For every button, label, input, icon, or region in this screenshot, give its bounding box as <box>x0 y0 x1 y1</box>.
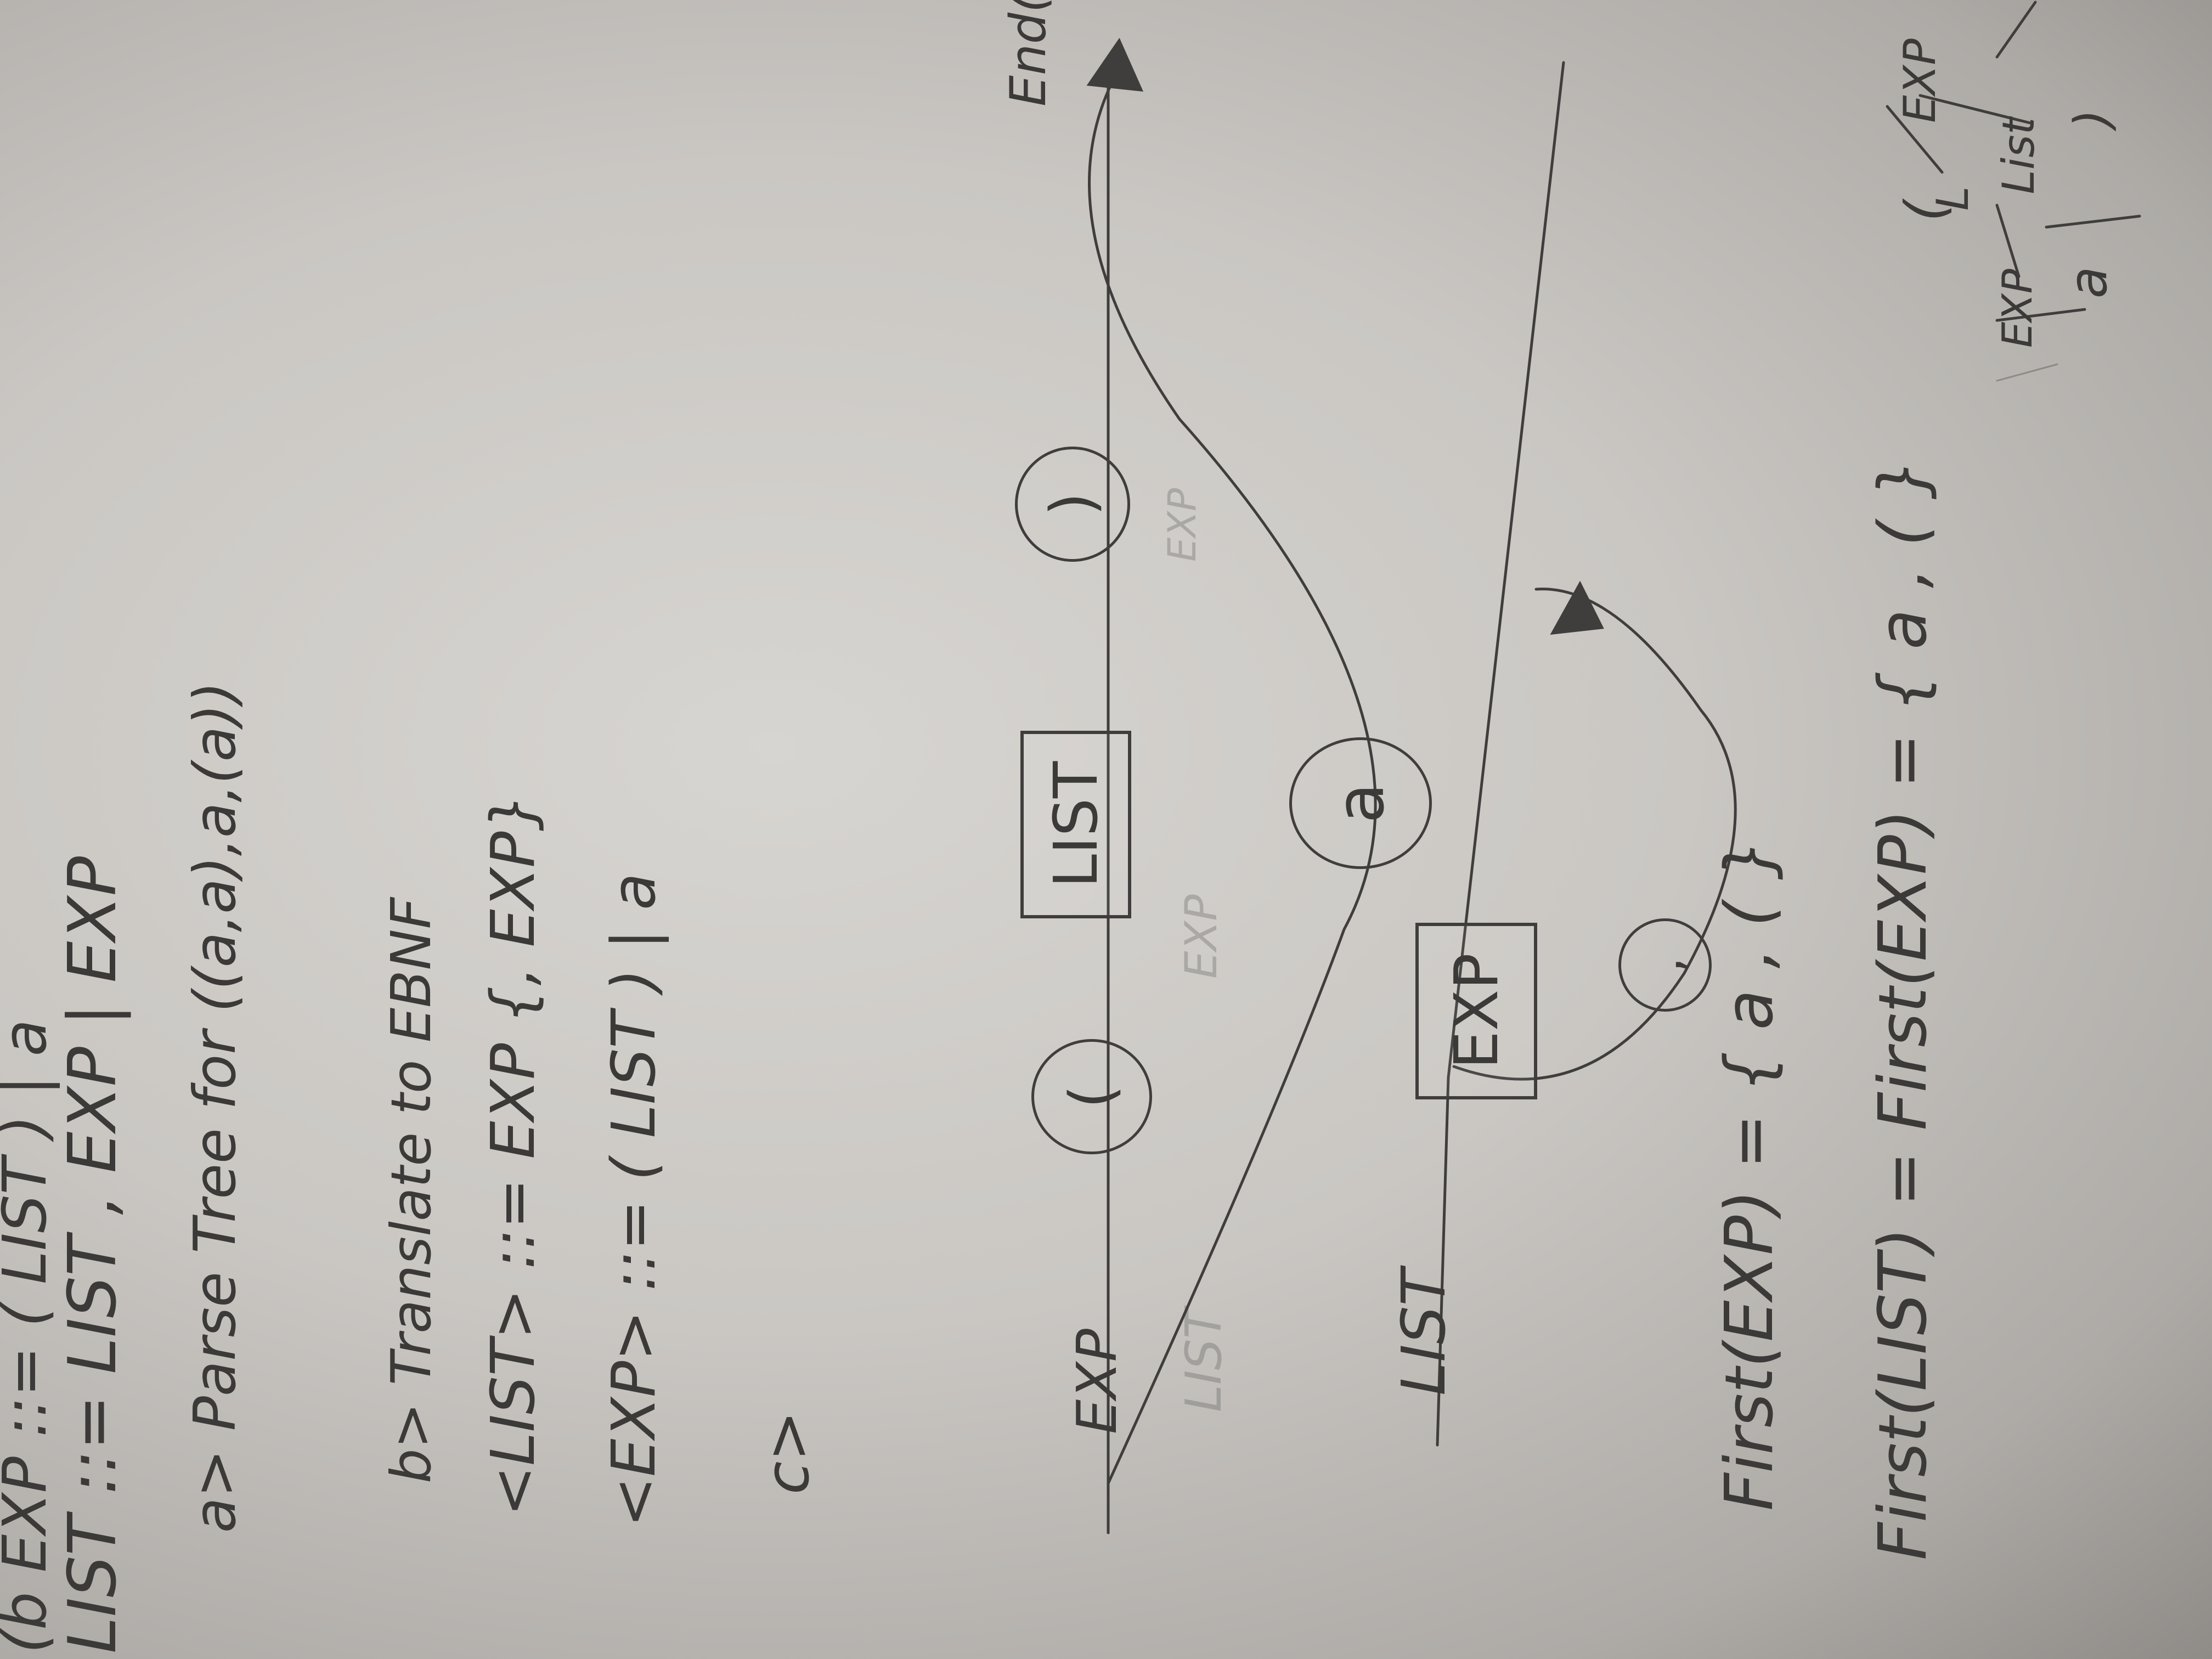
part-b-line: b> Translate to EBNF <box>379 897 443 1483</box>
comma-node: , <box>1618 918 1712 1012</box>
exp-box: EXP <box>1415 923 1537 1099</box>
list-arrow-head <box>1550 580 1604 635</box>
ghost-exp-text-2: EXP <box>1160 488 1205 562</box>
list-diagram-label: LIST <box>1389 1269 1459 1396</box>
exp-alt-branch <box>1088 77 1377 1485</box>
tree-root: EXP <box>1894 38 1945 123</box>
open-paren-text: ( <box>1057 1085 1127 1109</box>
ebnf-list-line: <LIST> ::= EXP {, EXP} <box>478 793 548 1516</box>
ghost-list-text: LIST <box>1175 1308 1233 1412</box>
tree-list-node: List <box>1993 117 2044 194</box>
tree-list-prefix: L <box>1927 186 1978 211</box>
list-loop <box>1452 588 1737 1081</box>
tree-leaf-a: a <box>2058 266 2119 298</box>
first-exp-line: First(EXP) = { a , ( } <box>1712 838 1788 1511</box>
tree-edge <box>2045 215 2141 229</box>
a-terminal-node: a <box>1289 737 1432 869</box>
tree-edge <box>1995 1 2037 59</box>
close-paren-text: ) <box>1037 492 1108 516</box>
exp-diagram-label: EXP <box>1065 1329 1129 1434</box>
tree-exp-node: EXP <box>1993 269 2041 348</box>
list-box-text: LIST <box>1041 761 1111 888</box>
a-terminal-text: a <box>1322 783 1399 823</box>
first-list-line: First(LIST) = First(EXP) = { a , ( } <box>1865 458 1942 1560</box>
list-main-line <box>1436 61 1565 1447</box>
tree-edge <box>1995 308 2086 322</box>
tree-right-paren: ) <box>2064 109 2121 128</box>
part-c-line: c> <box>752 1410 822 1494</box>
tree-edge <box>1996 363 2058 382</box>
ghost-exp-text-1: EXP <box>1176 894 1227 979</box>
list-box: LIST <box>1020 731 1131 918</box>
close-paren-node: ) <box>1015 447 1130 562</box>
exp-box-text: EXP <box>1441 953 1511 1069</box>
tree-edge <box>1918 94 2032 125</box>
end-label: End( <box>1000 0 1057 106</box>
tree-edge <box>1886 105 1944 174</box>
list-rule-line: LIST ::= LIST , EXP | EXP <box>55 856 131 1654</box>
end-arrow-head <box>1086 37 1144 92</box>
ebnf-exp-line: <EXP> ::= ( LIST ) | a <box>599 873 669 1527</box>
part-a-line: a> Parse Tree for ((a,a),a,(a)) <box>182 681 249 1533</box>
comma-text: , <box>1636 957 1694 973</box>
tree-edge <box>1995 204 2021 278</box>
open-paren-node: ( <box>1031 1039 1152 1154</box>
top-partial-line: (b EXP ::= ( LIST ) | a <box>0 1019 60 1654</box>
